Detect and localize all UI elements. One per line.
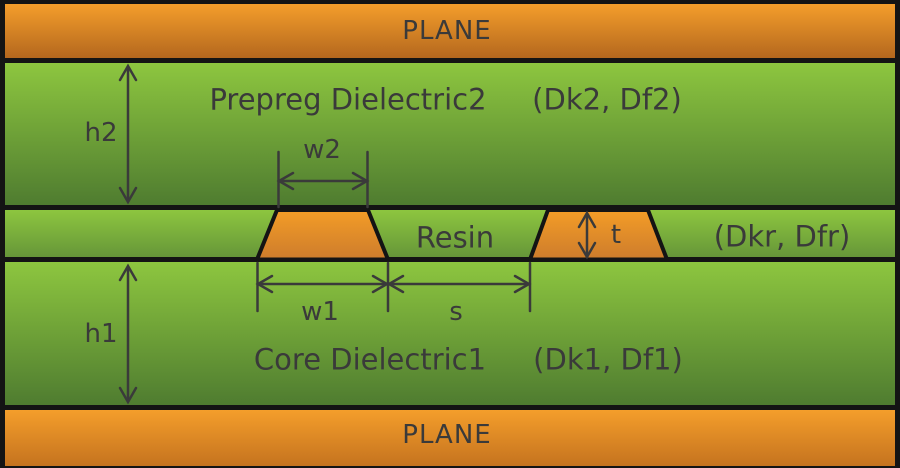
resin-layer-label: Resin <box>415 220 495 255</box>
s-dimension-label: s <box>449 297 463 327</box>
h1-dimension-label: h1 <box>84 319 118 349</box>
layer-resin <box>5 210 895 257</box>
layer-prepreg-dielectric2 <box>5 63 895 205</box>
t-dimension-label: t <box>610 220 622 250</box>
h2-dimension-label: h2 <box>84 118 118 148</box>
resin-params-label: (Dkr, Dfr) <box>713 219 851 254</box>
core-layer-label: Core Dielectric1 <box>253 342 487 377</box>
plane-top-label: PLANE <box>402 16 492 46</box>
prepreg-params-label: (Dk2, Df2) <box>532 82 682 117</box>
core-params-label: (Dk1, Df1) <box>533 342 683 377</box>
layer-plane-bottom <box>5 410 895 466</box>
layer-core-dielectric1 <box>5 262 895 405</box>
w2-dimension-label: w2 <box>303 135 341 165</box>
prepreg-layer-label: Prepreg Dielectric2 <box>209 82 487 117</box>
plane-bottom-label: PLANE <box>402 420 492 450</box>
layer-plane-top <box>5 4 895 58</box>
w1-dimension-label: w1 <box>301 297 339 327</box>
